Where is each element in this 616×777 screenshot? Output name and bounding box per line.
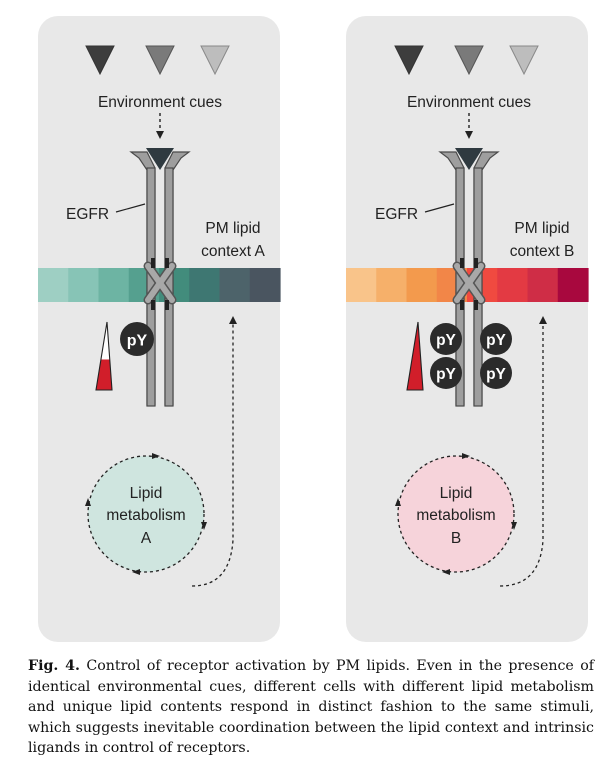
context-label-line2: context A bbox=[201, 243, 265, 260]
cycle-arrowhead bbox=[442, 569, 450, 575]
metabolism-label-line2: metabolism bbox=[106, 507, 185, 524]
membrane-segment bbox=[346, 268, 377, 302]
ligand-triangle-dark bbox=[85, 45, 115, 76]
panel-b: Environment cues EGFR PM lipid context B bbox=[346, 16, 589, 642]
ligand-triangle-medium bbox=[145, 45, 175, 76]
cycle-arrowhead bbox=[462, 453, 470, 459]
membrane-segment bbox=[189, 268, 221, 302]
phospho-badge bbox=[480, 357, 512, 389]
phospho-label: pY bbox=[486, 366, 506, 383]
figure-number: Fig. 4. bbox=[28, 658, 80, 674]
ligand-triangle-medium bbox=[454, 45, 484, 76]
context-label-line1: PM lipid bbox=[514, 220, 569, 237]
lipid-metabolism-circle bbox=[88, 456, 204, 572]
ligand-triangles bbox=[85, 45, 230, 76]
cycle-arrowhead bbox=[85, 498, 91, 506]
activity-wedge bbox=[95, 321, 113, 391]
phospho-badge bbox=[480, 323, 512, 355]
panel-a: Environment cues EGFR PM lipid context A bbox=[38, 16, 281, 642]
metabolism-label-line3: B bbox=[451, 530, 461, 547]
environment-cues-label: Environment cues bbox=[98, 94, 222, 111]
phospho-badge bbox=[430, 357, 462, 389]
membrane-segment bbox=[557, 268, 589, 302]
egfr-pointer bbox=[115, 203, 146, 213]
lipid-metabolism-circle bbox=[398, 456, 514, 572]
phospho-badge bbox=[120, 322, 154, 356]
phospho-label: pY bbox=[127, 333, 148, 350]
metabolism-label-line1: Lipid bbox=[440, 485, 473, 502]
environment-cues-label: Environment cues bbox=[407, 94, 531, 111]
ligand-triangles bbox=[394, 45, 539, 76]
metabolism-label-line3: A bbox=[141, 530, 152, 547]
phospho-badge bbox=[430, 323, 462, 355]
phospho-label: pY bbox=[436, 332, 456, 349]
cycle-arrowhead bbox=[132, 569, 140, 575]
bound-ligand bbox=[146, 148, 174, 170]
metabolism-cycle bbox=[87, 455, 205, 573]
transmembrane-cross bbox=[143, 258, 177, 310]
context-label-line2: context B bbox=[510, 243, 575, 260]
membrane-segment bbox=[376, 268, 408, 302]
metabolism-label-line1: Lipid bbox=[130, 485, 163, 502]
egfr-label: EGFR bbox=[66, 206, 109, 223]
membrane-gradient-a bbox=[38, 268, 281, 302]
cycle-arrowhead bbox=[395, 498, 401, 506]
egfr-pointer bbox=[424, 203, 455, 213]
ligand-triangle-light bbox=[200, 45, 230, 76]
membrane-segment bbox=[406, 268, 438, 302]
phospho-label: pY bbox=[436, 366, 456, 383]
feedback-arrow bbox=[499, 316, 547, 587]
membrane-segment bbox=[527, 268, 559, 302]
feedback-arrow bbox=[191, 316, 237, 587]
figure-diagram: Environment cues EGFR PM lipid context A bbox=[38, 16, 589, 642]
metabolism-cycle bbox=[397, 455, 515, 573]
cycle-arrowhead bbox=[152, 453, 160, 459]
phospho-label: pY bbox=[486, 332, 506, 349]
metabolism-label-line2: metabolism bbox=[416, 507, 495, 524]
membrane-segment bbox=[497, 268, 529, 302]
membrane-segment bbox=[38, 268, 69, 302]
membrane-gradient-b bbox=[346, 268, 589, 302]
membrane-segment bbox=[219, 268, 251, 302]
cycle-arrowhead bbox=[511, 522, 517, 530]
cycle-arrowhead bbox=[201, 522, 207, 530]
caption-text: Control of receptor activation by PM lip… bbox=[28, 658, 595, 757]
ligand-triangle-dark bbox=[394, 45, 424, 76]
membrane-segment bbox=[98, 268, 130, 302]
ligand-triangle-light bbox=[509, 45, 539, 76]
bound-ligand bbox=[455, 148, 483, 170]
membrane-segment bbox=[68, 268, 100, 302]
activity-wedge bbox=[406, 321, 424, 391]
membrane-segment bbox=[249, 268, 281, 302]
transmembrane-cross bbox=[452, 258, 486, 310]
context-label-line1: PM lipid bbox=[205, 220, 260, 237]
figure-caption: Fig. 4. Control of receptor activation b… bbox=[28, 656, 594, 759]
egfr-label: EGFR bbox=[375, 206, 418, 223]
